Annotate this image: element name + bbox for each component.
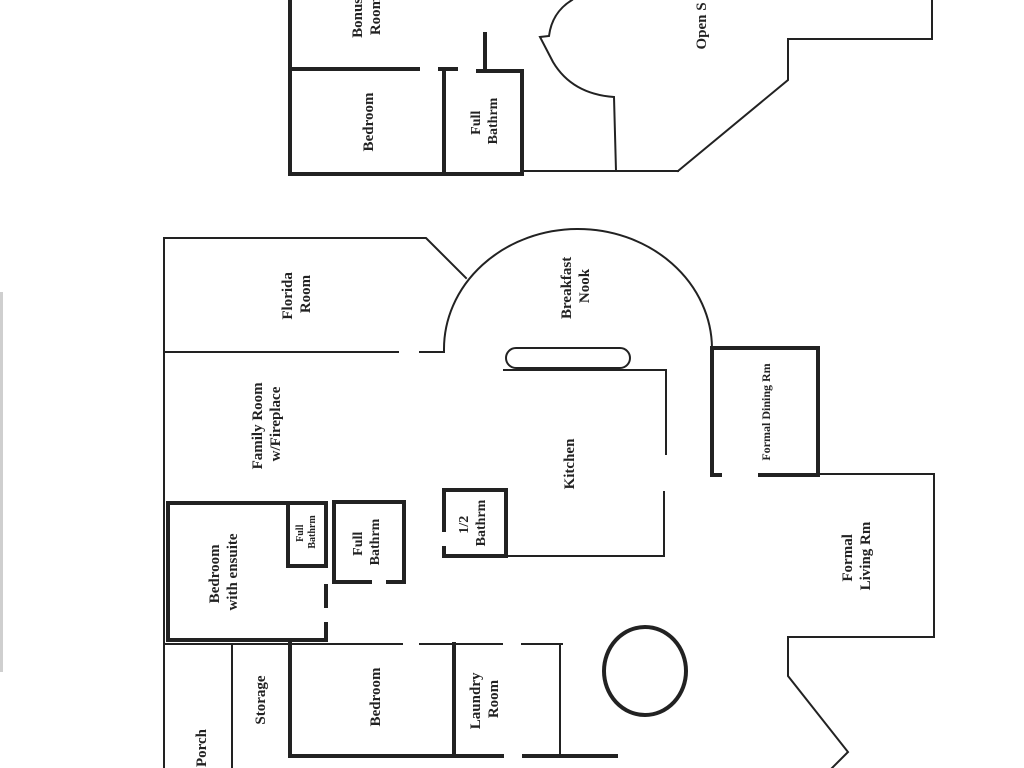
ensuite-bedroom-label: Bedroom with ensuite (207, 533, 241, 610)
upper-bedroom-label: Bedroom (361, 92, 377, 151)
formal-dining-label: Formal Dining Rm (759, 363, 773, 460)
formal-dining-walls (710, 346, 820, 477)
lower-bedroom-label: Bedroom (368, 667, 384, 726)
kitchen-walls (503, 369, 667, 455)
upper-right-outline (676, 0, 933, 173)
formal-living-label: Formal Living Rm (840, 521, 874, 590)
ensuite-bedroom-walls (166, 501, 328, 568)
kitchen-counter (505, 347, 631, 369)
upper-floor: Bonus Room Open S Bedroom Full Bathrm (288, 0, 933, 176)
bonus-room-label: Bonus Room (350, 0, 384, 38)
florida-room-outline (163, 237, 468, 280)
breakfast-nook-label: Breakfast Nook (559, 253, 593, 319)
porch-label: Porch (194, 728, 210, 767)
round-foyer-table (602, 625, 688, 717)
full-bath-walls (332, 500, 406, 584)
half-bath-walls (442, 488, 508, 558)
breakfast-nook-arc (442, 228, 714, 352)
half-bath-label: 1/2 Bathrm (457, 499, 489, 546)
family-room-label: Family Room w/Fireplace (250, 379, 284, 470)
kitchen-label: Kitchen (562, 438, 578, 489)
full-bath-label: Full Bathrm (351, 518, 383, 565)
main-floor: Florida Room Breakfast Nook Family Room … (163, 228, 935, 768)
florida-room-label: Florida Room (280, 268, 314, 319)
ensuite-bath-label: Full Bathrm (295, 515, 318, 549)
storage-label: Storage (253, 675, 269, 724)
scan-edge-mark (0, 292, 3, 672)
open-space-label: Open S (694, 2, 710, 49)
upper-full-bath-label: Full Bathrm (469, 97, 501, 144)
open-space-curve (538, 0, 618, 173)
laundry-room-label: Laundry Room (468, 669, 502, 729)
kitchen-lower-wall (505, 491, 665, 557)
formal-living-outline (787, 473, 935, 768)
